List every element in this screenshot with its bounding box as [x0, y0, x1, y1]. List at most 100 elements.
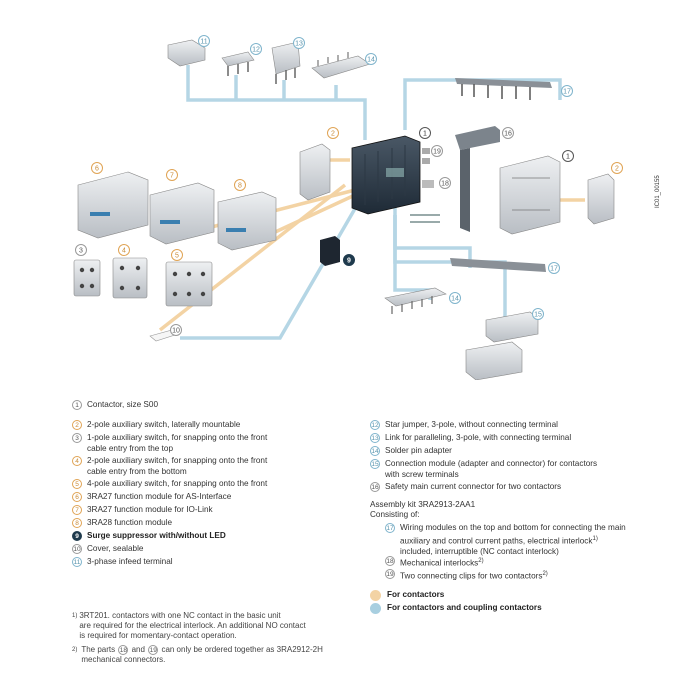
assembly-kit-consisting: Consisting of:: [370, 510, 420, 519]
legend-number: 14: [370, 446, 380, 456]
callout-8: 8: [234, 179, 246, 191]
legend-item-2: 2 2-pole auxiliary switch, laterally mou…: [72, 420, 240, 431]
callout-19: 19: [431, 145, 443, 157]
legend-number: 6: [72, 492, 82, 502]
footnote-ref-19: 19: [148, 645, 159, 655]
footnote-ref-18: 18: [118, 645, 129, 655]
legend-number: 16: [370, 482, 380, 492]
legend-text: Mechanical interlocks2): [400, 556, 484, 569]
lateral-aux-switch-right: [587, 173, 615, 225]
legend-item-14: 14 Solder pin adapter: [370, 446, 452, 457]
callout-2-right: 2: [611, 162, 623, 174]
callout-5: 5: [171, 249, 183, 261]
function-module-3ra28: [217, 191, 277, 251]
legend-number: 9: [72, 531, 82, 541]
legend-text-main: Mechanical interlocks: [400, 558, 479, 568]
svg-text:14: 14: [367, 57, 375, 64]
callout-2-left: 2: [327, 127, 339, 139]
callout-14-bottom: 14: [449, 292, 461, 304]
footnote-and: and: [131, 645, 145, 655]
legend-item-19: 19 Two connecting clips for two contacto…: [385, 569, 548, 582]
legend-number: 13: [370, 433, 380, 443]
legend-text-main: Two connecting clips for two contactors: [400, 571, 543, 581]
svg-text:2: 2: [615, 166, 619, 173]
legend-text: Link for paralleling, 3-pole, with conne…: [385, 433, 572, 442]
legend-text: Two connecting clips for two contactors2…: [400, 569, 548, 582]
legend-number: 4: [72, 456, 82, 466]
paralleling-link: [271, 41, 301, 84]
callout-12: 12: [250, 43, 262, 55]
svg-text:15: 15: [534, 312, 542, 319]
callout-3: 3: [75, 244, 87, 256]
legend-text: 3RA27 function module for AS-Interface: [87, 492, 232, 501]
legend-number: 10: [72, 544, 82, 554]
blue-swatch: [370, 603, 381, 614]
legend-item-10: 10 Cover, sealable: [72, 544, 143, 555]
callout-17-bottom: 17: [548, 262, 560, 274]
contactor-right: [499, 155, 561, 235]
legend-number: 5: [72, 479, 82, 489]
legend-item-17: 17 Wiring modules on the top and bottom …: [385, 523, 626, 557]
three-phase-infeed-terminal: [167, 39, 206, 67]
svg-text:13: 13: [295, 41, 303, 48]
callout-9: 9: [343, 254, 355, 266]
aux-switch-1-pole: [73, 259, 101, 297]
legend-item-1: 1 Contactor, size S00: [72, 400, 158, 411]
legend-item-9: 9 Surge suppressor with/without LED: [72, 531, 226, 542]
legend-item-13: 13 Link for paralleling, 3-pole, with co…: [370, 433, 571, 444]
legend-item-4: 4 2-pole auxiliary switch, for snapping …: [72, 456, 267, 477]
footnote-mark: 2): [72, 647, 78, 653]
solder-pin-adapter: [311, 52, 371, 79]
svg-text:12: 12: [252, 47, 260, 54]
svg-text:7: 7: [170, 173, 174, 180]
svg-text:2: 2: [331, 131, 335, 138]
solder-pin-adapter-lower: [384, 287, 447, 314]
footnote-text: The parts 18 and 19 can only be ordered …: [81, 645, 323, 665]
color-legend-label: For contactors: [387, 590, 445, 600]
legend-item-7: 7 3RA27 function module for IO-Link: [72, 505, 213, 516]
legend-text: Cover, sealable: [87, 544, 144, 553]
tan-swatch: [370, 590, 381, 601]
assembly-kit-title: Assembly kit 3RA2913-2AA1: [370, 500, 476, 509]
svg-text:3: 3: [79, 248, 83, 255]
footnote-mark: 1): [72, 613, 78, 619]
function-module-io-link: [149, 182, 215, 245]
footnote-ref: 2): [478, 558, 484, 564]
svg-text:5: 5: [175, 253, 179, 260]
legend-text: 2-pole auxiliary switch, for snapping on…: [87, 456, 268, 476]
callout-10: 10: [170, 324, 182, 336]
callout-11: 11: [198, 35, 210, 47]
footnote-pre: The parts: [81, 645, 116, 655]
star-jumper: [221, 51, 255, 76]
footnote-text: 3RT201. contactors with one NC contact i…: [79, 611, 306, 640]
legend-text: 1-pole auxiliary switch, for snapping on…: [87, 433, 268, 453]
legend-number: 18: [385, 556, 395, 566]
legend-item-8: 8 3RA28 function module: [72, 518, 172, 529]
legend-text: Connection module (adapter and connector…: [385, 459, 598, 479]
footnote-ref: 2): [542, 571, 548, 577]
connection-module: [465, 311, 539, 380]
svg-text:19: 19: [433, 149, 441, 156]
wiring-module-bottom: [450, 258, 546, 272]
legend-text-tail: included, interruptible (NC contact inte…: [400, 546, 559, 556]
legend-text: 4-pole auxiliary switch, for snapping on…: [87, 479, 268, 488]
legend-text: 3RA28 function module: [87, 518, 173, 527]
svg-text:10: 10: [172, 328, 180, 335]
svg-text:14: 14: [451, 296, 459, 303]
wiring-module-top: [455, 78, 552, 100]
callout-6: 6: [91, 162, 103, 174]
legend-text: Wiring modules on the top and bottom for…: [400, 523, 626, 557]
callout-16: 16: [502, 127, 514, 139]
footnote-2: 2) The parts 18 and 19 can only be order…: [72, 645, 372, 665]
legend-item-11: 11 3-phase infeed terminal: [72, 557, 173, 568]
function-module-as-interface: [77, 171, 149, 239]
safety-main-current-connector: [455, 126, 500, 232]
footnote-post: can only be ordered together as 3RA2912-…: [81, 645, 323, 665]
legend-number: 2: [72, 420, 82, 430]
svg-text:8: 8: [238, 183, 242, 190]
legend-number: 1: [72, 400, 82, 410]
callout-7: 7: [166, 169, 178, 181]
callout-1-right: 1: [562, 150, 574, 162]
callout-14-top: 14: [365, 53, 377, 65]
legend-number: 19: [385, 569, 395, 579]
